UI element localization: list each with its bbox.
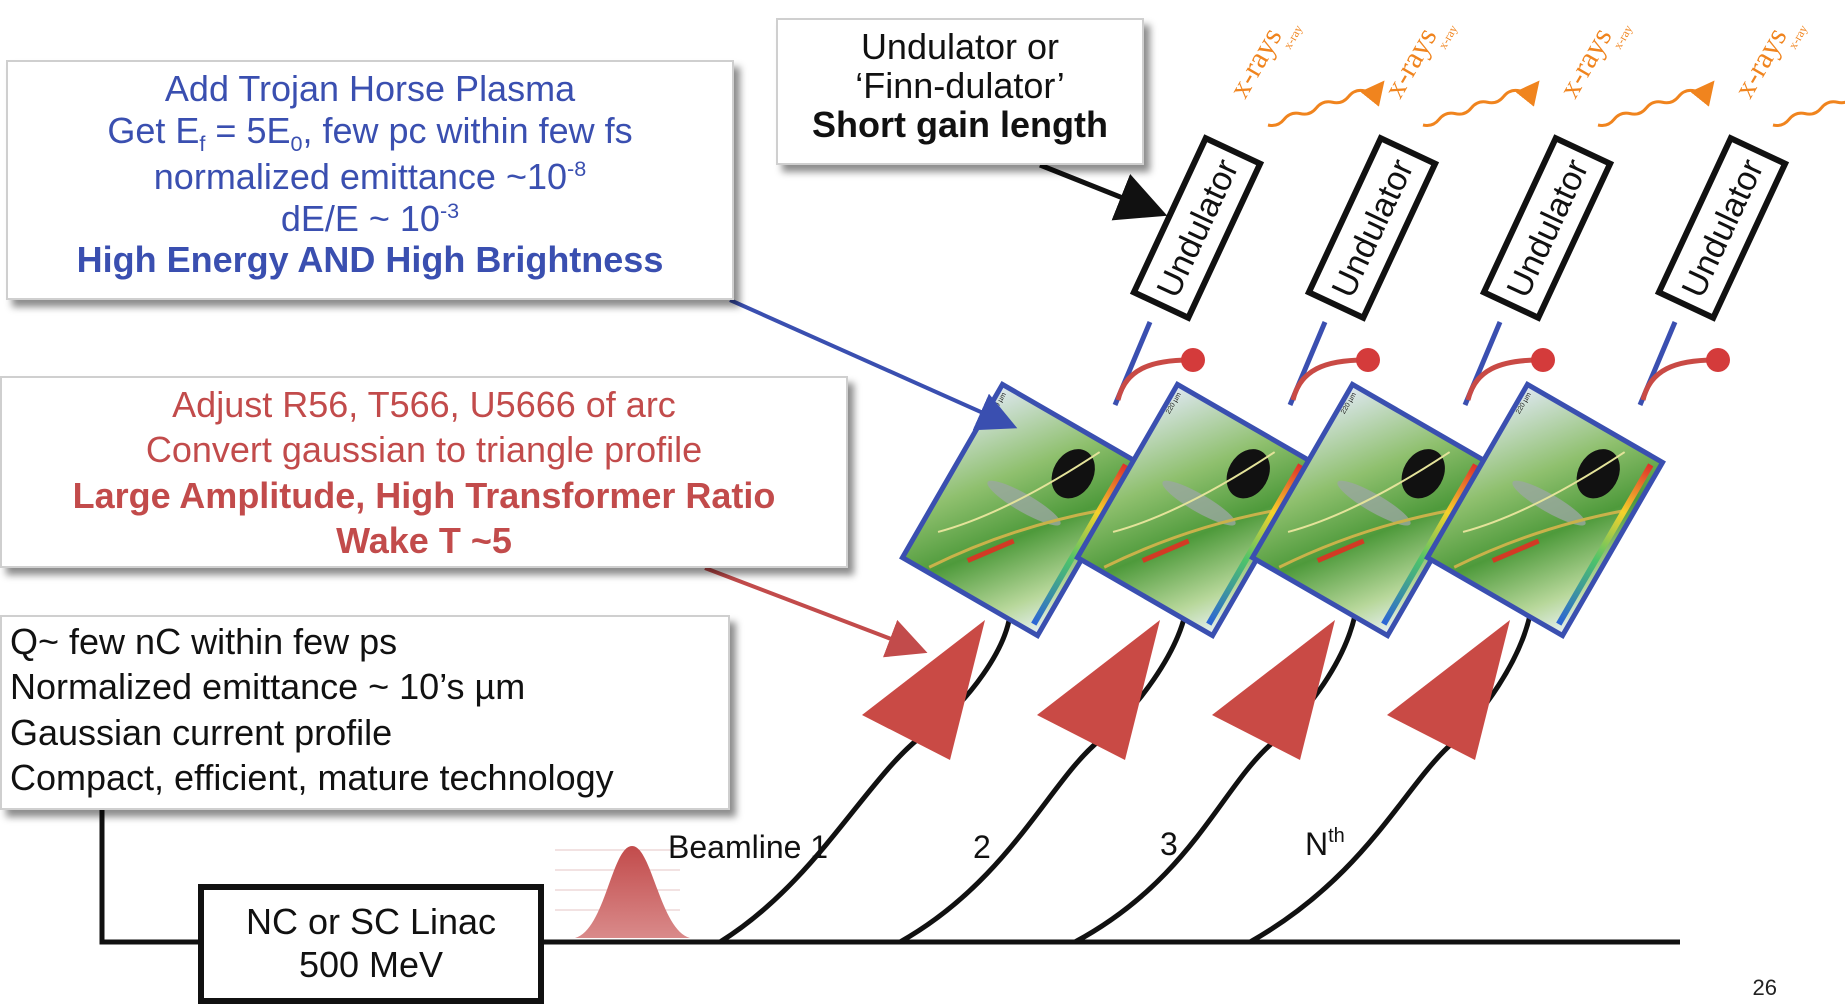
adjust-line4: Wake T ~5 bbox=[336, 520, 512, 562]
connector-line bbox=[99, 810, 200, 945]
undulator-2: Undulator bbox=[1309, 138, 1435, 317]
svg-text:x-ray: x-ray bbox=[1280, 23, 1305, 52]
adjust-line3: Large Amplitude, High Transformer Ratio bbox=[72, 474, 776, 516]
beamline-label-n: Nth bbox=[1305, 825, 1345, 862]
triangle-profile-3 bbox=[1212, 620, 1335, 760]
xray-emission-1: x-rays x-ray bbox=[1222, 22, 1385, 127]
linac-line1: NC or SC Linac bbox=[245, 901, 497, 942]
adjust-line2: Convert gaussian to triangle profile bbox=[145, 429, 703, 471]
beam-line2: Normalized emittance ~ 10’s µm bbox=[10, 666, 526, 708]
arrow-trojan bbox=[729, 298, 1018, 431]
undulator-callout: Undulator or ‘Finn-dulator’ Short gain l… bbox=[776, 18, 1144, 165]
slide-number: 26 bbox=[1752, 975, 1777, 1000]
beamline-label-3: 3 bbox=[1160, 826, 1178, 862]
linac-box: NC or SC Linac 500 MeV bbox=[198, 884, 544, 1004]
undulator-callout-line2: ‘Finn-dulator’ bbox=[855, 64, 1065, 106]
panel-connectors bbox=[1112, 321, 1730, 406]
branch-n bbox=[1248, 614, 1533, 945]
undulator-n: Undulator bbox=[1659, 138, 1785, 317]
svg-text:x-rays: x-rays bbox=[1727, 22, 1793, 103]
beam-parameters-box: Q~ few nC within few ps Normalized emitt… bbox=[0, 615, 730, 810]
trojan-line1: Add Trojan Horse Plasma bbox=[164, 68, 576, 109]
xray-emission-2: x-rays x-ray bbox=[1377, 22, 1540, 127]
svg-text:x-rays: x-rays bbox=[1222, 22, 1288, 103]
beam-line1: Q~ few nC within few ps bbox=[10, 621, 398, 662]
svg-text:x-ray: x-ray bbox=[1610, 23, 1635, 52]
beamline-label-2: 2 bbox=[973, 829, 991, 865]
trojan-line4: dE/E ~ 10-3 bbox=[280, 197, 460, 239]
undulator-3: Undulator bbox=[1484, 138, 1610, 317]
triangle-profile-1 bbox=[862, 620, 985, 760]
svg-text:x-ray: x-ray bbox=[1435, 23, 1460, 52]
triangle-profile-2 bbox=[1037, 620, 1160, 760]
plasma-panel-n bbox=[1427, 384, 1662, 635]
beam-line4: Compact, efficient, mature technology bbox=[10, 757, 614, 799]
linac-line2: 500 MeV bbox=[298, 944, 444, 986]
xray-emission-3: x-rays x-ray bbox=[1552, 22, 1715, 127]
svg-text:x-ray: x-ray bbox=[1785, 23, 1810, 52]
adjust-arc-box: Adjust R56, T566, U5666 of arc Convert g… bbox=[0, 376, 848, 568]
trojan-horse-box: Add Trojan Horse Plasma Get Ef = 5E0, fe… bbox=[6, 60, 734, 300]
branch-3 bbox=[1073, 614, 1358, 945]
undulator-callout-line3: Short gain length bbox=[812, 103, 1108, 145]
undulator-1: Undulator bbox=[1134, 138, 1260, 317]
xray-emission-n: x-rays x-ray bbox=[1727, 22, 1845, 127]
arrow-adjust bbox=[704, 566, 928, 658]
trojan-line3: normalized emittance ~10-8 bbox=[153, 155, 587, 197]
adjust-line1: Adjust R56, T566, U5666 of arc bbox=[172, 384, 676, 425]
svg-text:x-rays: x-rays bbox=[1552, 22, 1618, 103]
triangle-profile-n bbox=[1387, 620, 1510, 760]
trojan-line5: High Energy AND High Brightness bbox=[76, 239, 664, 281]
undulator-callout-line1: Undulator or bbox=[860, 26, 1060, 67]
gaussian-bunch bbox=[555, 846, 690, 938]
beamline-label-1: Beamline 1 bbox=[668, 829, 828, 865]
beam-line3: Gaussian current profile bbox=[10, 711, 393, 753]
trojan-line2: Get Ef = 5E0, few pc within few fs bbox=[107, 109, 633, 156]
svg-text:x-rays: x-rays bbox=[1377, 22, 1443, 103]
arrow-undulator bbox=[1039, 162, 1168, 221]
branch-2 bbox=[898, 614, 1188, 945]
